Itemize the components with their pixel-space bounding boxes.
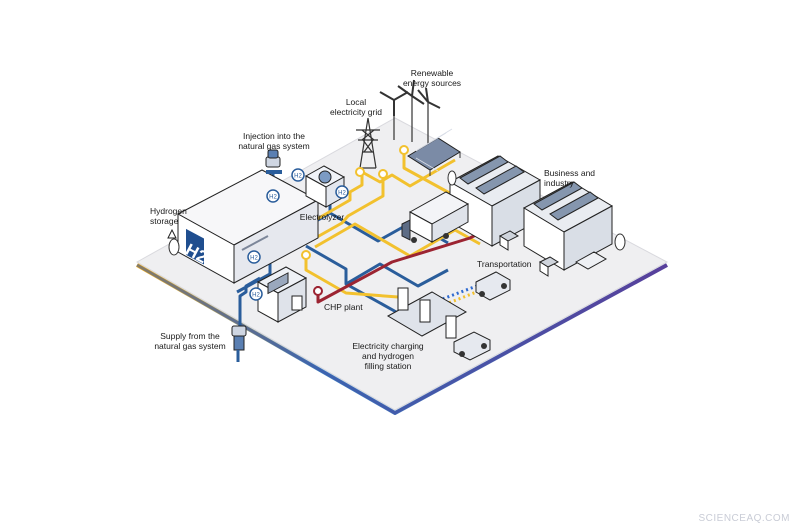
h2-badge-text: H2 — [252, 293, 260, 299]
chp-node — [313, 286, 323, 296]
label-transportation: Transportation — [477, 259, 532, 269]
label-local-grid-line2: electricity grid — [330, 107, 382, 117]
h2-badge: H2 — [291, 168, 305, 182]
watermark: SCIENCEAQ.COM — [698, 513, 790, 524]
label-injection: Injection into the natural gas system — [232, 131, 316, 151]
supply-valve — [231, 325, 247, 362]
label-renewable-line2: energy sources — [402, 78, 462, 88]
label-injection-line1: Injection into the — [243, 131, 305, 141]
label-electrolyzer: Electrolyzer — [299, 212, 345, 222]
label-business-line2: industry — [544, 178, 574, 188]
label-charging: Electricity charging and hydrogen fillin… — [344, 341, 432, 371]
h2-badge-text: H2 — [269, 195, 277, 201]
h2-badge-text: H2 — [250, 256, 258, 262]
business-buildings — [448, 155, 614, 271]
label-hydrogen-storage: Hydrogen storage — [150, 206, 210, 226]
h2-badge: H2 — [266, 189, 280, 203]
label-business-line1: Business and — [544, 168, 596, 178]
label-business: Business and industry — [544, 168, 614, 188]
label-injection-line2: natural gas system — [238, 141, 310, 151]
h2-badge: H2 — [247, 250, 261, 264]
label-hydrogen-storage-line2: storage — [150, 216, 179, 226]
h2-badge-text: H2 — [338, 191, 346, 197]
label-supply: Supply from the natural gas system — [148, 331, 232, 351]
label-charging-line2: and hydrogen — [362, 351, 414, 361]
h2-badge-text: H2 — [294, 174, 302, 180]
label-hydrogen-storage-line1: Hydrogen — [150, 206, 187, 216]
charging-station — [386, 287, 468, 339]
forklifts — [498, 230, 608, 277]
wind-turbines — [379, 79, 441, 146]
label-renewable: Renewable energy sources — [392, 68, 472, 88]
label-supply-line2: natural gas system — [154, 341, 226, 351]
injection-valve — [265, 149, 282, 174]
label-charging-line3: filling station — [364, 361, 412, 371]
electrolyzer — [304, 165, 346, 208]
label-renewable-line1: Renewable — [410, 68, 454, 78]
label-local-grid-line1: Local — [345, 97, 367, 107]
chp-plant — [256, 266, 308, 323]
label-supply-line1: Supply from the — [160, 331, 220, 341]
electricity-nodes — [301, 145, 409, 260]
label-chp-plant: CHP plant — [324, 302, 363, 312]
solar-panels — [407, 128, 461, 176]
h2-badge: H2 — [335, 185, 349, 199]
label-local-grid: Local electricity grid — [318, 97, 394, 117]
trees — [168, 170, 626, 256]
label-charging-line1: Electricity charging — [352, 341, 424, 351]
truck — [401, 191, 470, 243]
cars — [453, 271, 511, 361]
h2-badge: H2 — [249, 287, 263, 301]
